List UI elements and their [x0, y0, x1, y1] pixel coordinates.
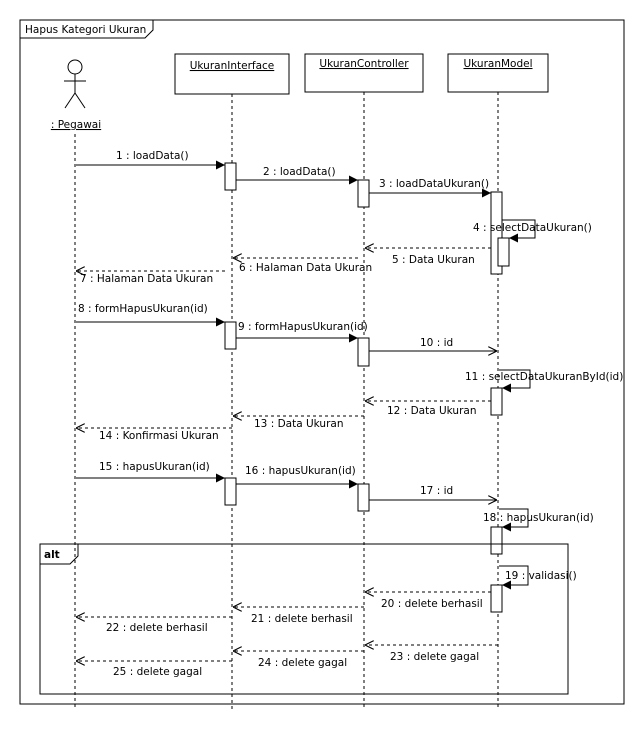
message-label: 18 : hapusUkuran(id)	[483, 512, 594, 524]
activation-bar	[497, 237, 510, 267]
message-label: 23 : delete gagal	[390, 651, 479, 663]
self-message-arrow	[499, 369, 531, 393]
lifeline-head-ukurancontroller: UkuranController	[304, 53, 424, 93]
lifeline-head-ukuraninterface: UkuranInterface	[174, 53, 290, 95]
message-label: 13 : Data Ukuran	[254, 418, 344, 430]
self-message-arrow	[499, 508, 529, 532]
message-label: 6 : Halaman Data Ukuran	[239, 262, 372, 274]
message-label: 3 : loadDataUkuran()	[379, 178, 489, 190]
self-message-arrow	[502, 219, 536, 243]
message-label: 7 : Halaman Data Ukuran	[80, 273, 213, 285]
message-label: 10 : id	[420, 337, 453, 349]
message-label: 11 : selectDataUkuranById(id)	[465, 371, 623, 383]
activation-bar	[357, 337, 370, 367]
lifeline-label: UkuranModel	[463, 58, 532, 70]
message-label: 15 : hapusUkuran(id)	[99, 461, 210, 473]
frame-title: Hapus Kategori Ukuran	[25, 24, 146, 36]
diagram-frame	[19, 19, 625, 705]
message-label: 25 : delete gagal	[113, 666, 202, 678]
self-message-arrow	[499, 565, 529, 590]
message-label: 5 : Data Ukuran	[392, 254, 475, 266]
message-label: 9 : formHapusUkuran(id)	[238, 321, 368, 333]
activation-bar	[490, 191, 503, 275]
lifeline-head-ukuranmodel: UkuranModel	[447, 53, 549, 93]
activation-bar	[357, 179, 370, 208]
message-label: 1 : loadData()	[116, 150, 189, 162]
activation-bar	[224, 321, 237, 350]
message-label: 2 : loadData()	[263, 166, 336, 178]
lifeline-label: UkuranController	[319, 58, 409, 70]
message-label: 14 : Konfirmasi Ukuran	[99, 430, 219, 442]
message-label: 12 : Data Ukuran	[387, 405, 477, 417]
message-label: 17 : id	[420, 485, 453, 497]
actor-label: : Pegawai	[51, 119, 101, 131]
message-label: 8 : formHapusUkuran(id)	[78, 303, 208, 315]
alt-fragment-tab	[39, 544, 79, 565]
message-label: 22 : delete berhasil	[106, 622, 208, 634]
activation-bar	[357, 483, 370, 512]
activation-bar	[490, 526, 503, 555]
activation-bar	[224, 162, 237, 191]
message-label: 24 : delete gagal	[258, 657, 347, 669]
message-label: 19 : validasi()	[505, 570, 577, 582]
lifeline-label: UkuranInterface	[190, 60, 275, 72]
activation-bar	[224, 477, 237, 506]
message-label: 4 : selectDataUkuran()	[473, 222, 592, 234]
actor-head	[67, 59, 83, 75]
message-label: 20 : delete berhasil	[381, 598, 483, 610]
actor-pegawai: : Pegawai	[51, 59, 101, 131]
message-label: 21 : delete berhasil	[251, 613, 353, 625]
activation-bar	[490, 387, 503, 416]
message-label: 16 : hapusUkuran(id)	[245, 465, 356, 477]
frame-title-tab	[19, 20, 154, 39]
alt-fragment-label: alt	[44, 549, 60, 561]
alt-fragment	[39, 543, 569, 695]
activation-bar	[490, 584, 503, 613]
